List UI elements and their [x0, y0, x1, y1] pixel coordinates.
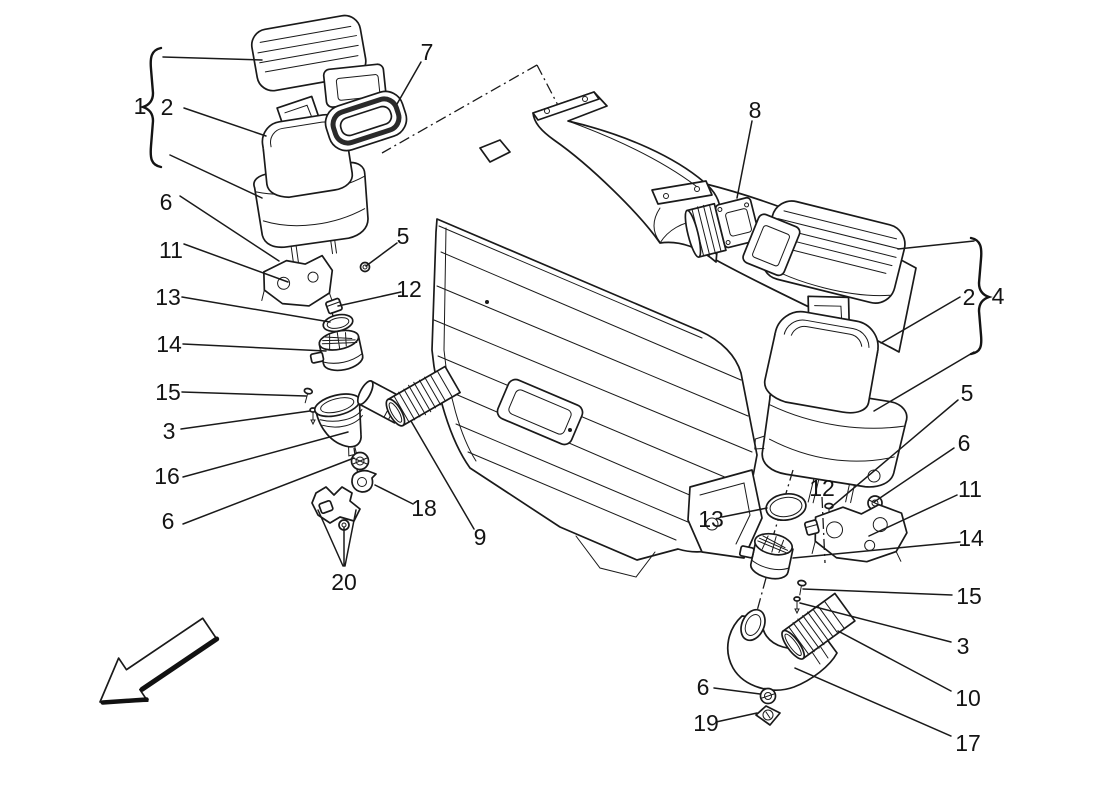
callout-3-right: 3 [957, 633, 970, 659]
left-funnel [313, 393, 363, 457]
callout-2-right: 2 [963, 284, 976, 310]
right-corrugated-hose [781, 592, 856, 660]
callout-17: 17 [955, 730, 981, 756]
callout-4: 4 [992, 283, 1005, 309]
left-clip [351, 469, 377, 493]
flex-coupling [684, 196, 761, 258]
right-sensor [803, 519, 820, 536]
center-panel [431, 218, 763, 578]
right-grommet [759, 687, 777, 705]
callout-6-right-bottom: 6 [697, 674, 710, 700]
callout-5-left: 5 [397, 223, 410, 249]
callout-5-right: 5 [961, 380, 974, 406]
duct-tab [479, 139, 511, 163]
left-air-cleaner-assembly [250, 14, 461, 531]
left-mounting-bracket [261, 254, 334, 307]
right-cover [742, 200, 906, 304]
callout-13-right: 13 [698, 506, 724, 532]
callout-10: 10 [955, 685, 981, 711]
right-elbow-axis [753, 577, 767, 623]
right-clamp-screw [797, 579, 807, 596]
callout-18: 18 [411, 495, 437, 521]
callout-6-left-top: 6 [160, 189, 173, 215]
callout-20: 20 [331, 569, 357, 595]
left-clamp-screw [303, 387, 314, 404]
centerline-left-branch [381, 64, 538, 154]
callout-14-right: 14 [958, 525, 984, 551]
left-corrugated-hose [385, 365, 461, 427]
callout-15-left: 15 [155, 379, 181, 405]
right-mounting-bracket [811, 503, 908, 563]
callout-12-left: 12 [396, 276, 422, 302]
callout-11-right: 11 [958, 476, 982, 502]
right-group-brace [969, 236, 993, 356]
right-elbow-opening [740, 608, 766, 642]
callout-2-left: 2 [161, 94, 174, 120]
callout-7: 7 [421, 39, 434, 65]
callout-16: 16 [154, 463, 180, 489]
left-maf-sensor [309, 329, 364, 372]
callout-15-right: 15 [956, 583, 982, 609]
callout-6-left-bottom: 6 [162, 508, 175, 534]
callout-8: 8 [749, 97, 762, 123]
callout-13-left: 13 [155, 284, 181, 310]
leader-lines [162, 56, 975, 737]
left-grommet [350, 451, 370, 471]
callout-11-left: 11 [159, 237, 183, 263]
right-air-cleaner-assembly [726, 200, 908, 726]
right-filter-cartridge [763, 295, 879, 414]
left-bracket-assembly [311, 486, 361, 531]
left-sensor [325, 297, 343, 315]
panel-foot [687, 469, 763, 559]
group-brackets [139, 46, 993, 356]
callout-labels: 1 2 7 6 11 13 14 15 3 16 6 5 12 18 9 20 … [134, 39, 1005, 756]
right-clip [755, 705, 781, 726]
callout-1: 1 [134, 93, 147, 119]
callout-3-left: 3 [163, 418, 176, 444]
left-filter-cartridge [261, 95, 354, 199]
right-pin [793, 596, 801, 615]
intake-seal [324, 90, 408, 152]
left-group-brace [139, 46, 163, 169]
right-o-ring [765, 492, 807, 522]
callout-14-left: 14 [156, 331, 182, 357]
callout-9: 9 [474, 524, 487, 550]
direction-arrow-icon [99, 617, 220, 705]
callout-12-right: 12 [809, 475, 835, 501]
callout-19: 19 [693, 710, 719, 736]
right-maf-sensor [738, 532, 794, 580]
callout-6-right-top: 6 [958, 430, 971, 456]
panel-handle-opening [496, 378, 584, 446]
